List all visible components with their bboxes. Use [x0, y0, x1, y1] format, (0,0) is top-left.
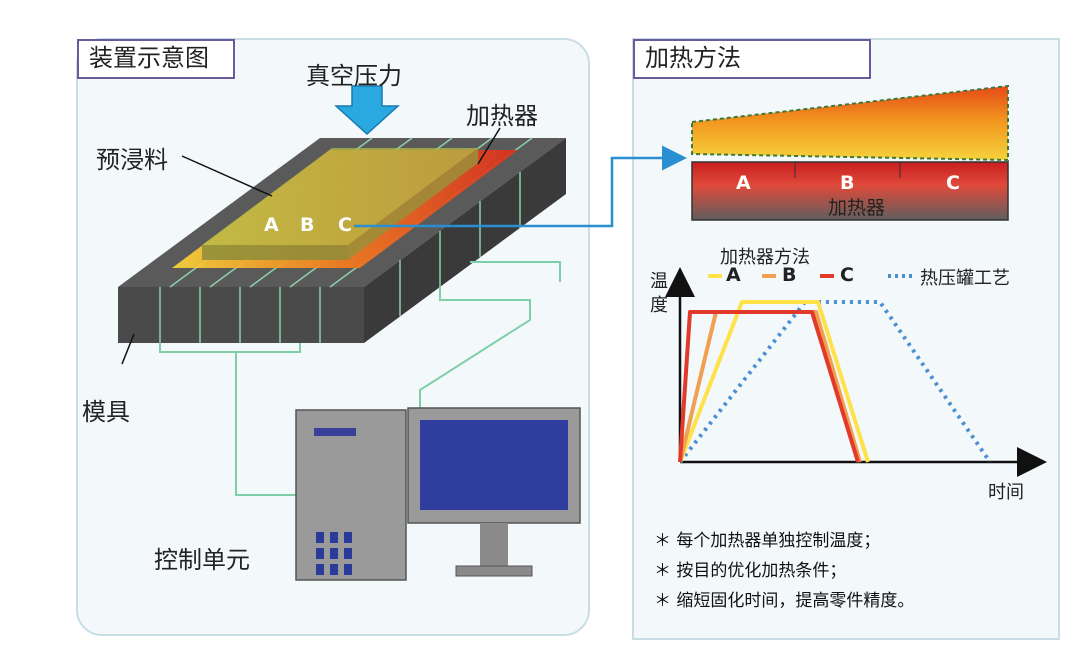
vacuum-pressure-label: 真空压力: [306, 62, 402, 90]
control-tower: [295, 409, 407, 581]
vacuum-arrow: [334, 85, 400, 136]
zone-label-b: B: [300, 214, 315, 236]
zone-label-a: A: [264, 214, 279, 236]
prepreg-label: 预浸料: [96, 146, 168, 174]
x-axis-label: 时间: [988, 482, 1024, 503]
legend-c: C: [840, 264, 854, 286]
note-item: ＊ 按目的优化加热条件；: [654, 561, 847, 581]
series-c: [678, 310, 860, 463]
series-autoclave: [678, 300, 992, 464]
note-item: ＊ 缩短固化时间，提高零件精度。: [654, 591, 915, 611]
y-axis-label: 温度: [650, 271, 668, 316]
heater-leader: [477, 127, 501, 165]
heating-profile-section: [691, 84, 1009, 221]
schematic-title: 装置示意图: [77, 39, 235, 79]
zone-to-profile-arrow: [354, 145, 687, 228]
prepreg-leader: [181, 155, 273, 197]
control-wiring: [159, 261, 561, 496]
legend-a: A: [726, 264, 741, 286]
heater-bar-label: 加热器: [828, 197, 886, 219]
notes-list: ＊ 每个加热器单独控制温度； ＊ 按目的优化加热条件； ＊ 缩短固化时间，提高零…: [654, 526, 914, 616]
mold-label: 模具: [82, 398, 130, 426]
chart-axes: [665, 267, 1047, 477]
heater-zone-b: B: [840, 172, 855, 194]
mold-leader: [121, 333, 135, 365]
legend-b: B: [782, 264, 797, 286]
heating-method-title: 加热方法: [633, 39, 871, 79]
note-item: ＊ 每个加热器单独控制温度；: [654, 531, 881, 551]
control-monitor: [407, 407, 581, 577]
legend-autoclave: 热压罐工艺: [920, 268, 1010, 289]
control-unit-label: 控制单元: [154, 546, 250, 574]
series-a: [678, 300, 870, 463]
heater-zone-a: A: [736, 172, 751, 194]
legend-title: 加热器方法: [720, 247, 810, 268]
heater-zone-c: C: [946, 172, 960, 194]
prepreg-layer: [202, 148, 478, 260]
heater-label: 加热器: [466, 102, 538, 130]
zone-label-c: C: [338, 214, 352, 236]
